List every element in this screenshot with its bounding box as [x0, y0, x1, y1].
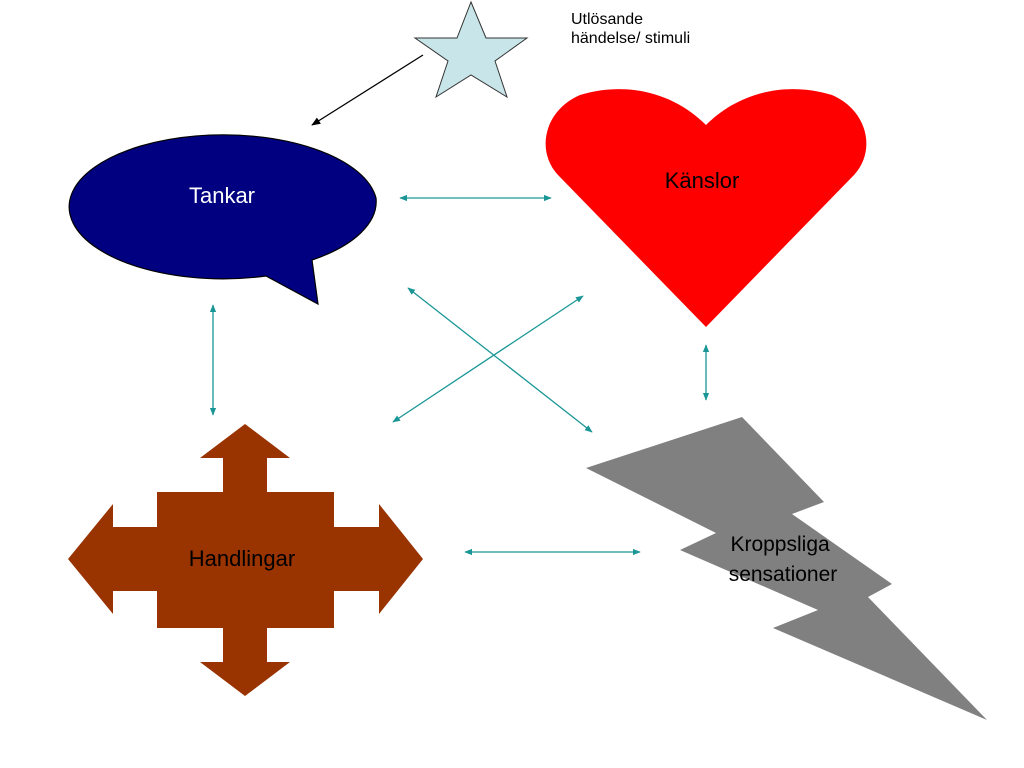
- body-sensations-label-line-2: sensationer: [729, 563, 838, 586]
- body-sensations-label: Kroppsliga sensationer: [729, 533, 838, 586]
- trigger-label-line-1: Utlösande: [571, 11, 643, 28]
- trigger-label-line-2: händelse/ stimuli: [571, 30, 690, 47]
- thoughts-label: Tankar: [189, 183, 255, 208]
- body-sensations-label-line-1: Kroppsliga: [730, 533, 830, 556]
- feelings-label: Känslor: [665, 168, 740, 193]
- trigger-node: [413, 0, 529, 99]
- connector-feelings-actions: [392, 295, 584, 423]
- connector-thoughts-body: [407, 287, 593, 433]
- trigger-arrow: [311, 54, 424, 126]
- thoughts-speech-bubble: [68, 134, 377, 306]
- actions-label: Handlingar: [189, 546, 295, 571]
- trigger-label: Utlösande händelse/ stimuli: [571, 11, 690, 47]
- body-sensations-lightning-bolt: [586, 417, 987, 720]
- actions-four-way-arrow: [68, 424, 423, 696]
- star-shape: [413, 0, 529, 99]
- feelings-heart: [545, 89, 867, 328]
